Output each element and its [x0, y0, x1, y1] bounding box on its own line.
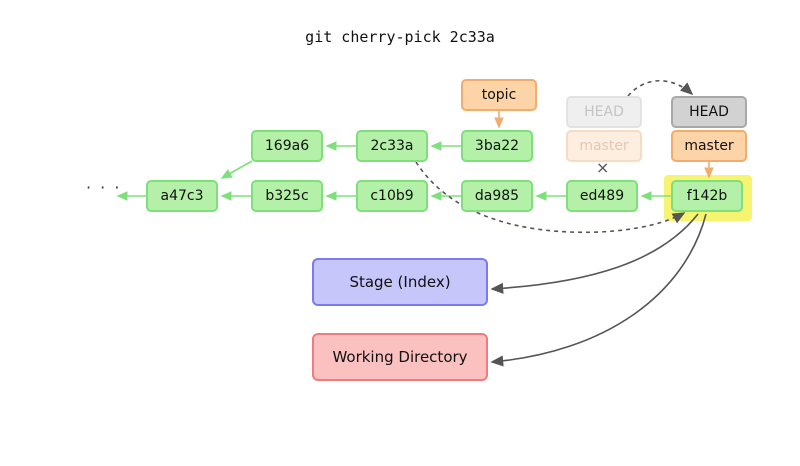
- commit-ed489: ed489: [566, 180, 638, 212]
- edge-head-move: [627, 80, 694, 97]
- old-master-ref: master: [566, 130, 642, 162]
- commit-c10b9: c10b9: [356, 180, 428, 212]
- commit-b325c: b325c: [251, 180, 323, 212]
- commit-a47c3: a47c3: [146, 180, 218, 212]
- old-head-ref: HEAD: [566, 96, 642, 128]
- working-directory-box: Working Directory: [312, 333, 488, 381]
- edge-169a6-a47c3: [220, 160, 253, 179]
- branch-master: master: [671, 130, 747, 162]
- commit-f142b: f142b: [671, 180, 743, 212]
- commit-3ba22: 3ba22: [461, 130, 533, 162]
- stage-index-box: Stage (Index): [312, 258, 488, 306]
- commit-2c33a: 2c33a: [356, 130, 428, 162]
- head-ref: HEAD: [671, 96, 747, 128]
- edge-f142b-stage: [490, 213, 699, 294]
- branch-topic: topic: [461, 79, 537, 111]
- removed-mark: ×: [596, 158, 610, 177]
- edge-f142b-wd: [490, 213, 707, 367]
- commit-169a6: 169a6: [251, 130, 323, 162]
- edge-cherry-pick: [415, 161, 686, 234]
- history-ellipsis: · · ·: [86, 178, 122, 197]
- diagram-title: git cherry-pick 2c33a: [305, 28, 495, 46]
- commit-da985: da985: [461, 180, 533, 212]
